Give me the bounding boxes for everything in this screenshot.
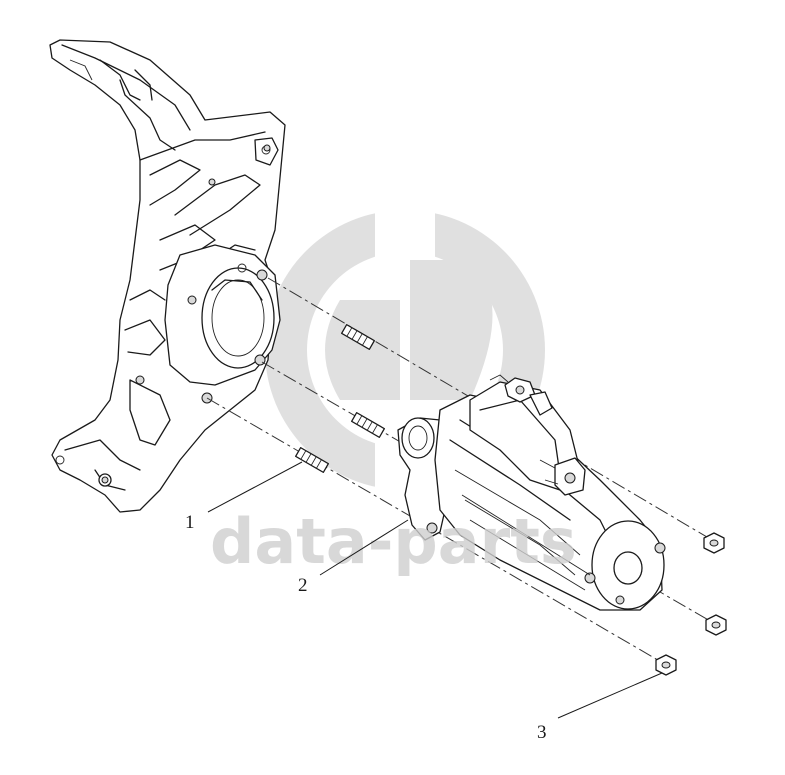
nut-3-top (703, 532, 725, 554)
callout-label-3: 3 (537, 722, 547, 743)
callout-1: 1 (185, 461, 303, 533)
stud-1-top (340, 324, 376, 350)
callout-label-1: 1 (185, 512, 195, 533)
callout-label-2: 2 (298, 575, 308, 596)
stud-1-middle (350, 412, 386, 438)
stud-1-bottom (294, 447, 330, 473)
nut-3-bottom (655, 654, 677, 676)
starter-motor (397, 374, 666, 611)
callout-2: 2 (298, 519, 409, 596)
watermark-text: data-parts (210, 505, 577, 578)
callout-3: 3 (537, 672, 663, 743)
flywheel-housing (49, 39, 286, 513)
nut-3-middle (705, 614, 727, 636)
